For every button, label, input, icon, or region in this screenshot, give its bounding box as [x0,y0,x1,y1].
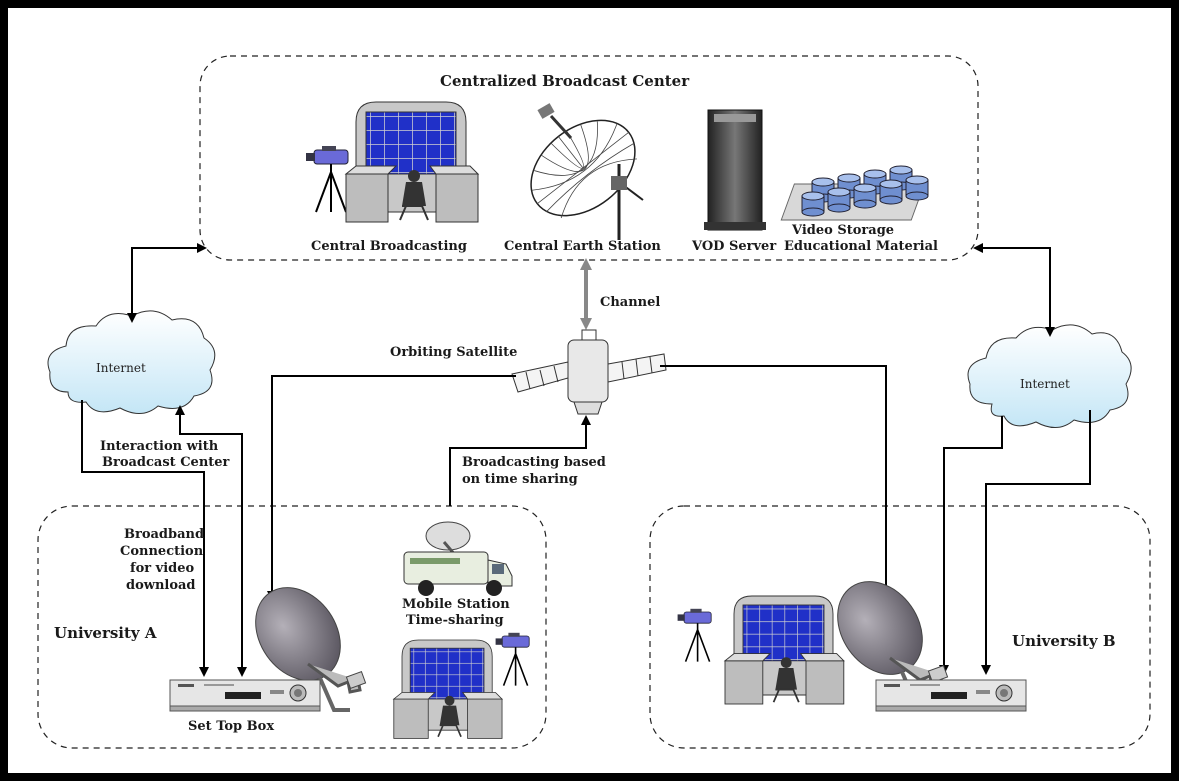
set-top-box-a-icon [169,679,321,712]
broadcast-center-region [199,55,979,261]
set-top-box-b-icon [875,679,1027,712]
satellite-icon [511,329,667,415]
internet-to-uni-b-link-1 [939,416,1003,675]
channel-label: Channel [600,295,660,310]
vod-server-label: VOD Server [691,239,776,254]
educational-material-label: Educational Material [784,239,938,254]
internet-cloud-right: Internet [967,324,1132,428]
broadcast-center-title: Centralized Broadcast Center [440,72,690,90]
orbiting-satellite-label: Orbiting Satellite [390,345,517,360]
broadcasting-label-line1: Broadcasting based [462,455,606,470]
satellite-to-uni-a-link [267,375,516,601]
central-broadcasting-label: Central Broadcasting [311,239,467,254]
diagram-canvas: Centralized Broadcast Center [8,8,1171,773]
network-diagram: Centralized Broadcast Center [37,55,1151,749]
center-right-internet-link [973,243,1055,337]
broadband-label-line4: download [126,578,196,593]
university-a-label: University A [54,624,157,642]
broadband-label-line1: Broadband [124,527,204,542]
mobile-station-label-line1: Mobile Station [402,597,510,612]
camera-a-icon [494,631,531,687]
internet-cloud-left: Internet [47,310,216,414]
camera-icon [305,145,349,213]
broadband-label-line3: for video [130,561,194,576]
studio-a-icon [392,639,503,740]
mobile-to-satellite-link [449,415,591,506]
set-top-box-label: Set Top Box [188,719,274,734]
camera-b-icon [676,607,713,663]
internet-to-uni-b-link-2 [981,410,1091,675]
mobile-station-label-line2: Time-sharing [406,613,504,628]
vod-server-icon [704,109,766,231]
broadcasting-label-line2: on time sharing [462,472,578,487]
internet-left-label: Internet [96,361,146,375]
university-b-label: University B [1012,632,1116,650]
university-a-region [37,505,547,749]
center-left-internet-link [127,243,207,323]
earth-station-dish-icon [530,103,644,240]
interaction-label-line2: Broadcast Center [102,455,230,470]
central-earth-station-label: Central Earth Station [504,239,661,254]
broadband-label-line2: Connection [120,544,204,559]
university-b-region [649,505,1151,749]
studio-b-icon [724,595,845,705]
interaction-label-line1: Interaction with [100,439,219,454]
video-storage-icon [780,165,929,221]
broadcast-studio-icon [345,101,479,223]
internet-right-label: Internet [1020,377,1070,391]
satellite-to-uni-b-link [660,365,891,601]
stb-to-internet-link [175,405,247,677]
video-storage-label: Video Storage [791,223,894,238]
mobile-station-truck-icon [403,521,513,596]
